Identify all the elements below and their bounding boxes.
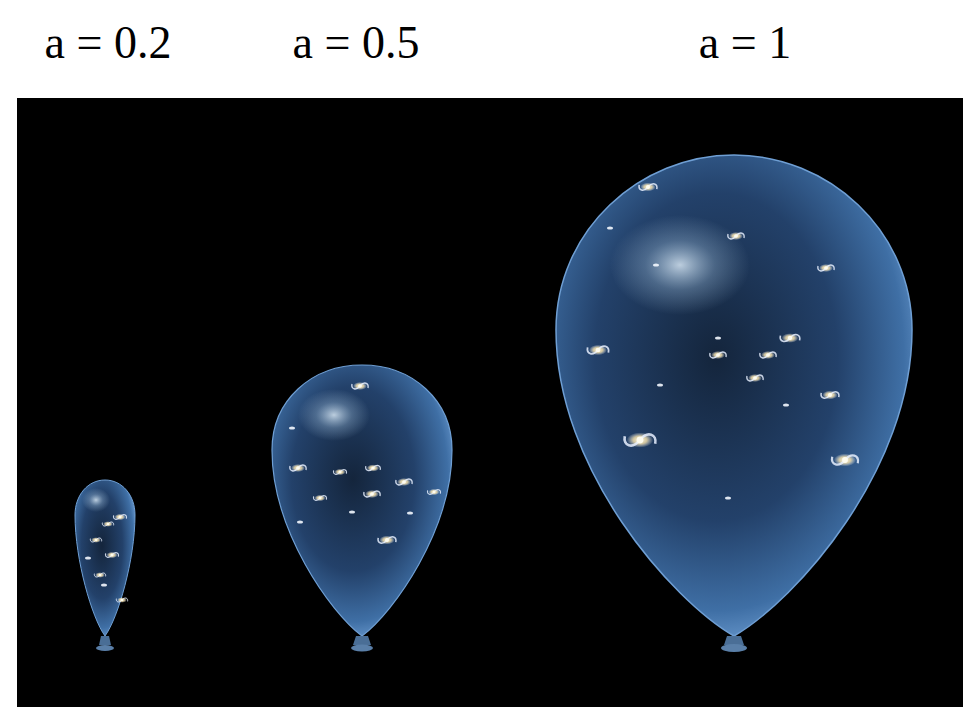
scale-factor-label: a = 0.5 [293, 18, 420, 69]
scale-factor-label: a = 1 [699, 18, 791, 69]
scale-factor-label: a = 0.2 [45, 18, 172, 69]
